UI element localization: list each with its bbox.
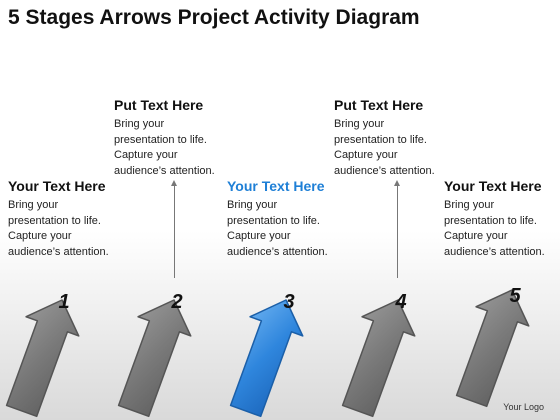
stage-3-body: Bring your presentation to life. Capture…	[227, 198, 345, 260]
stage-3-text: Your Text Here Bring your presentation t…	[227, 178, 345, 260]
stage-3-heading: Your Text Here	[227, 178, 325, 194]
stage-2-heading: Put Text Here	[114, 97, 204, 113]
stage-1-arrow	[5, 299, 80, 418]
stage-5-heading: Your Text Here	[444, 178, 542, 194]
stage-4-line-3: Capture your	[334, 149, 398, 161]
stage-2-line-2: presentation to life.	[114, 133, 207, 146]
logo-placeholder: Your Logo	[503, 402, 544, 412]
stage-4-body: Bring your presentation to life. Capture…	[334, 117, 452, 179]
stage-1-text: Your Text Here Bring your presentation t…	[8, 178, 126, 260]
stage-2-number: 2	[170, 291, 182, 313]
stage-4-heading: Put Text Here	[334, 97, 424, 113]
stage-1-line-4: audience’s attention.	[8, 245, 109, 258]
stage-5-body: Bring your presentation to life. Capture…	[444, 198, 560, 260]
stage-1-heading: Your Text Here	[8, 178, 106, 194]
stage-5-line-4: audience’s attention.	[444, 245, 545, 258]
stage-2-connector-arrowhead	[171, 180, 177, 186]
stage-4-line-4: audience’s attention.	[334, 164, 435, 177]
stage-2-arrow	[117, 299, 192, 418]
stage-2-body: Bring your presentation to life. Capture…	[114, 117, 232, 179]
stage-4-connector-arrowhead	[394, 180, 400, 186]
stage-4-arrow	[341, 299, 416, 418]
stage-3-line-2: presentation to life.	[227, 214, 320, 227]
stage-1-line-2: presentation to life.	[8, 214, 101, 227]
stage-4-number: 4	[394, 291, 406, 313]
page-title: 5 Stages Arrows Project Activity Diagram	[8, 6, 420, 29]
stage-5-text: Your Text Here Bring your presentation t…	[444, 178, 560, 260]
stage-4-connector-line	[397, 186, 398, 278]
stage-2-line-1: Bring your	[114, 118, 165, 130]
stage-5-line-2: presentation to life.	[444, 214, 537, 227]
stage-3-line-4: audience’s attention.	[227, 245, 328, 258]
stage-5-number: 5	[509, 285, 521, 307]
stage-1-line-3: Capture your	[8, 230, 72, 242]
stage-4-text: Put Text Here Bring your presentation to…	[334, 97, 452, 179]
stage-2-line-3: Capture your	[114, 149, 178, 161]
stage-2-line-4: audience’s attention.	[114, 164, 215, 177]
stage-4-line-1: Bring your	[334, 118, 385, 130]
stage-3-line-1: Bring your	[227, 199, 278, 211]
stage-1-number: 1	[58, 291, 69, 313]
stage-5-line-3: Capture your	[444, 230, 508, 242]
stage-1-body: Bring your presentation to life. Capture…	[8, 198, 126, 260]
stage-3-line-3: Capture your	[227, 230, 291, 242]
stage-1-line-1: Bring your	[8, 199, 59, 211]
stage-5-line-1: Bring your	[444, 199, 495, 211]
stage-3-number: 3	[283, 291, 294, 313]
stage-2-text: Put Text Here Bring your presentation to…	[114, 97, 232, 179]
stage-2-connector-line	[174, 186, 175, 278]
stage-4-line-2: presentation to life.	[334, 133, 427, 146]
stage-3-arrow	[229, 299, 304, 418]
stage-5-arrow	[455, 289, 530, 408]
